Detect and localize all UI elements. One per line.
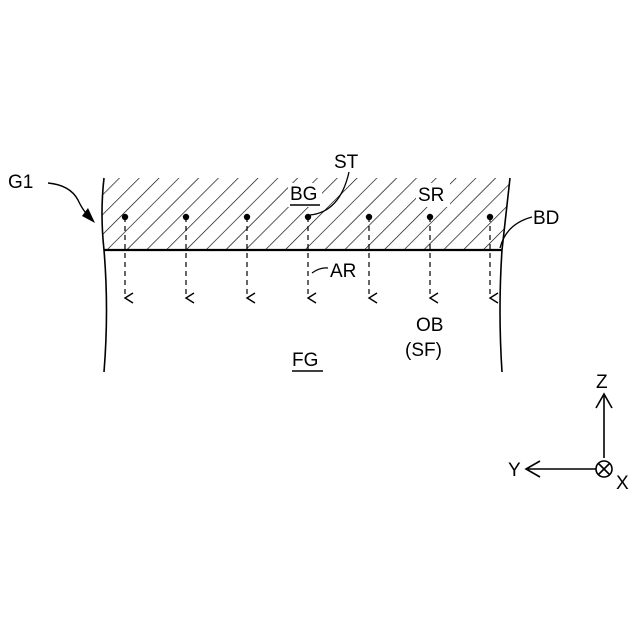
label-ar: AR <box>330 261 356 282</box>
label-ob: OB <box>416 315 443 336</box>
axis-label-y: Y <box>508 460 521 481</box>
label-g1: G1 <box>8 172 33 193</box>
label-sf: (SF) <box>405 340 442 361</box>
label-bg: BG <box>290 184 317 205</box>
label-bd: BD <box>533 208 559 229</box>
axis-label-z: Z <box>596 372 608 393</box>
label-fg: FG <box>292 350 318 371</box>
label-sr: SR <box>418 185 444 206</box>
axis-label-x: X <box>616 473 629 494</box>
coordinate-axes: Z Y X <box>508 372 629 494</box>
label-st: ST <box>334 152 359 173</box>
